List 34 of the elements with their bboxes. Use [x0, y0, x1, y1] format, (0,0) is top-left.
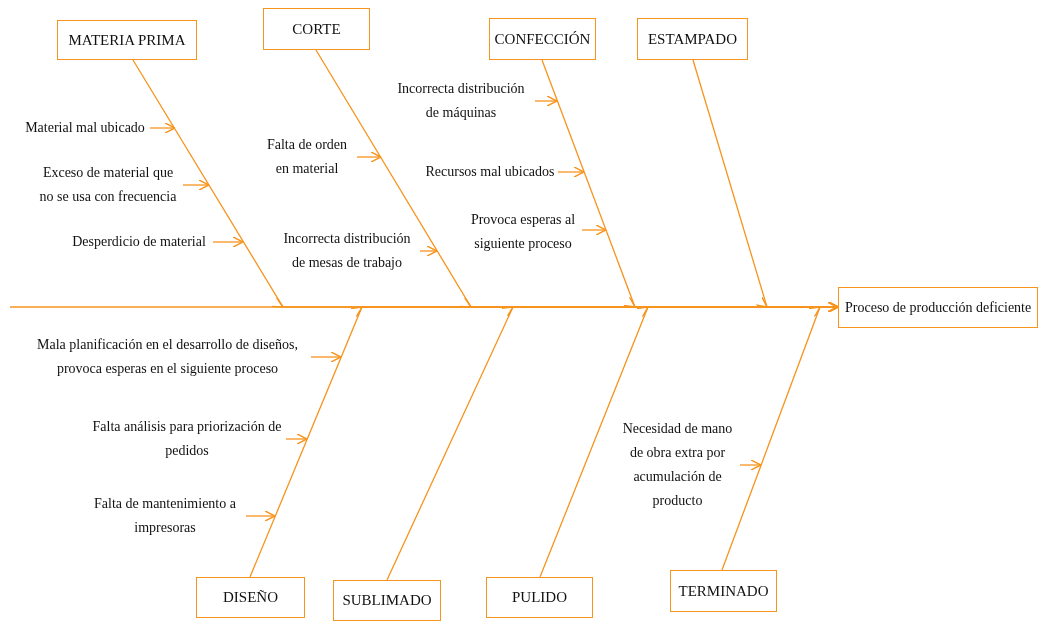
effect-box: Proceso de producción deficiente: [838, 287, 1039, 328]
arrow: [245, 510, 276, 522]
cause-text: Falta de mantenimiento a impresoras: [90, 492, 240, 540]
category-box: TERMINADO: [670, 570, 777, 612]
category-box: CORTE: [263, 8, 370, 50]
cause-text: Provoca esperas al siguiente proceso: [468, 208, 578, 256]
cause-text: Desperdicio de material: [70, 230, 208, 254]
arrow: [581, 224, 607, 236]
cause-text: Recursos mal ubicados: [425, 160, 555, 184]
arrow: [557, 166, 585, 178]
cause-text: Exceso de material que no se usa con frecuencia: [38, 161, 178, 209]
category-box: CONFECCIÓN: [489, 18, 596, 60]
category-box: PULIDO: [486, 577, 593, 618]
category-box: DISEÑO: [196, 577, 305, 618]
category-box: SUBLIMADO: [333, 580, 441, 621]
arrow: [310, 351, 342, 363]
arrow: [149, 122, 176, 134]
cause-text: Falta análisis para priorización de pedidos: [92, 415, 282, 463]
cause-text: Material mal ubicado: [25, 116, 145, 140]
cause-text: Necesidad de mano de obra extra por acumulación de producto: [620, 417, 735, 513]
cause-text: Mala planificación en el desarrollo de diseños, provoca esperas en el siguiente proceso: [30, 333, 305, 381]
cause-text: Incorrecta distribución de máquinas: [392, 77, 530, 125]
arrow: [212, 236, 244, 248]
cause-text: Incorrecta distribución de mesas de trabajo: [278, 227, 416, 275]
arrow: [721, 302, 839, 571]
arrow: [285, 433, 308, 445]
category-box: MATERIA PRIMA: [57, 20, 197, 60]
arrow: [182, 179, 210, 191]
category-box: ESTAMPADO: [637, 18, 748, 60]
arrow: [356, 151, 382, 163]
arrow: [419, 245, 438, 257]
arrow: [739, 459, 762, 471]
cause-text: Falta de orden en material: [262, 133, 352, 181]
arrow: [534, 95, 558, 107]
